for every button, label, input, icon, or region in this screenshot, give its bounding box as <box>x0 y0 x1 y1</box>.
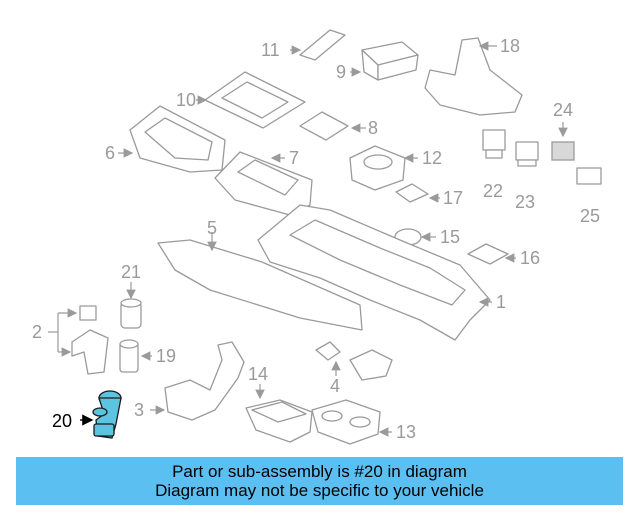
part-5-side-panel <box>157 232 363 331</box>
callout-5: 5 <box>207 218 217 238</box>
part-23-switch <box>515 141 539 167</box>
callout-20: 20 <box>52 411 72 431</box>
part-2-bracket <box>48 305 109 375</box>
callout-13: 13 <box>396 422 416 442</box>
part-16-mat <box>467 243 516 265</box>
part-19-socket-housing <box>119 339 152 373</box>
part-18-shifter-bezel <box>424 37 523 116</box>
parts-diagram: 11 9 18 10 8 24 6 7 12 22 23 17 25 5 15 … <box>32 29 602 445</box>
callout-22: 22 <box>483 181 503 201</box>
info-banner: Part or sub-assembly is #20 in diagram D… <box>16 457 623 505</box>
part-1-console-body <box>257 204 492 341</box>
callout-3: 3 <box>134 400 144 420</box>
callout-14: 14 <box>248 364 268 384</box>
callout-15: 15 <box>440 227 460 247</box>
part-22-switch <box>482 129 506 159</box>
part-10-console-top <box>196 71 306 129</box>
part-11-trim-plate <box>290 29 346 61</box>
callout-6: 6 <box>105 143 115 163</box>
callout-12: 12 <box>422 148 442 168</box>
callout-17: 17 <box>443 188 463 208</box>
part-24-switch <box>551 122 575 161</box>
part-9-storage-bin <box>350 41 419 81</box>
part-4-mount <box>315 341 393 381</box>
callout-2: 2 <box>32 322 42 342</box>
callout-24: 24 <box>553 100 573 120</box>
part-3-bracket <box>150 341 245 421</box>
callout-4: 4 <box>330 376 340 396</box>
part-13-cup-holder <box>311 399 392 445</box>
callout-11: 11 <box>261 40 280 60</box>
callout-18: 18 <box>500 36 520 56</box>
callout-25: 25 <box>580 206 600 226</box>
callout-8: 8 <box>368 118 378 138</box>
banner-line-2: Diagram may not be specific to your vehi… <box>155 481 484 500</box>
part-12-cup-tray <box>349 145 418 191</box>
part-21-socket <box>120 282 142 329</box>
part-6-front-trim <box>118 105 226 173</box>
callout-9: 9 <box>336 62 346 82</box>
callout-10: 10 <box>176 90 196 110</box>
part-8-pad <box>299 111 366 141</box>
banner-line-1: Part or sub-assembly is #20 in diagram <box>172 462 467 481</box>
callout-23: 23 <box>515 192 535 212</box>
callout-16: 16 <box>520 248 540 268</box>
part-7-front-console <box>214 151 313 216</box>
part-20-highlighted <box>80 390 122 439</box>
part-17-clip <box>395 183 440 203</box>
part-25-switch <box>576 167 602 185</box>
part-14-bin <box>245 384 313 443</box>
callout-7: 7 <box>289 148 299 168</box>
callout-1: 1 <box>496 292 506 312</box>
callout-19: 19 <box>156 346 176 366</box>
callout-21: 21 <box>121 262 141 282</box>
